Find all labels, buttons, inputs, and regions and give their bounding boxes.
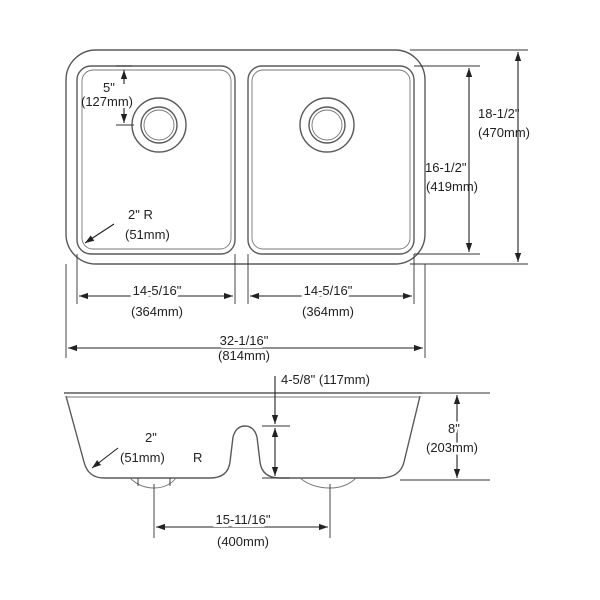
right-bowl-inner-edge: [251, 69, 411, 250]
left-bowl: [76, 65, 236, 255]
corner-radius-leader: [84, 223, 115, 244]
right-bowl: [247, 65, 415, 255]
top-view: 5" (127mm) 2" R (51mm) 14-5/16" (364mm) …: [65, 49, 530, 363]
bowl-length-metric: (419mm): [426, 179, 478, 194]
left-bowl-width-metric: (364mm): [131, 304, 183, 319]
overall-length-imperial: 18-1/2": [478, 106, 520, 121]
drain-offset-dimension: [116, 65, 134, 126]
drain-spacing-metric: (400mm): [217, 534, 269, 549]
sink-side-profile: [65, 395, 421, 479]
left-bowl-inner-edge: [81, 69, 232, 250]
left-drain-profile: [129, 477, 177, 489]
bowl-length-imperial: 16-1/2": [425, 160, 467, 175]
bottom-radius-metric: (51mm): [120, 450, 165, 465]
bowl-depth-metric: (203mm): [426, 440, 478, 455]
left-bowl-width-imperial: 14-5/16": [133, 283, 182, 298]
bottom-radius-imperial: 2": [145, 430, 157, 445]
right-bowl-width-imperial: 14-5/16": [304, 283, 353, 298]
bottom-radius-suffix: R: [193, 450, 202, 465]
overall-width-metric: (814mm): [218, 348, 270, 363]
top-view-extension-lines: [65, 254, 426, 358]
right-bowl-width-metric: (364mm): [302, 304, 354, 319]
bottom-radius-leader: [91, 447, 119, 469]
side-view: 4-5/8" (117mm) 8" (203mm) 2" (51mm) R 15…: [64, 372, 490, 549]
drain-offset-imperial: 5": [103, 80, 115, 95]
overall-width-imperial: 32-1/16": [220, 333, 269, 348]
overall-length-metric: (470mm): [478, 125, 530, 140]
top-view-right-extension-lines: [410, 49, 528, 265]
sink-outer-rim: [65, 49, 426, 265]
divider-depth-label: 4-5/8" (117mm): [281, 372, 370, 387]
right-drain-icon: [299, 97, 355, 153]
left-drain-icon: [131, 97, 187, 153]
bowl-depth-imperial: 8": [448, 421, 460, 436]
right-drain-profile: [299, 477, 357, 489]
corner-radius-imperial: 2" R: [128, 207, 153, 222]
drain-spacing-imperial: 15-11/16": [216, 512, 271, 527]
drain-offset-metric: (127mm): [81, 94, 133, 109]
corner-radius-metric: (51mm): [125, 227, 170, 242]
